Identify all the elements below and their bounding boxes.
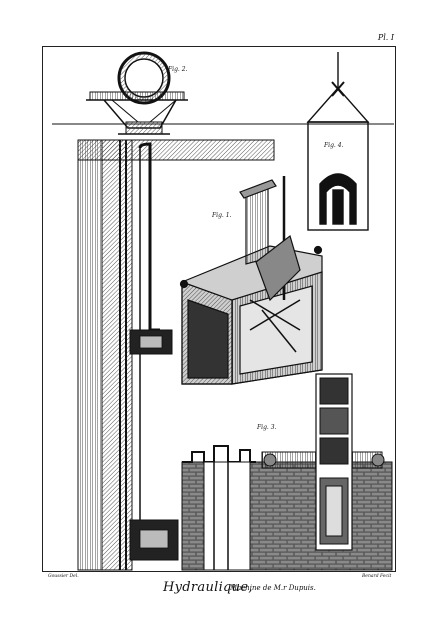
fig1-machine-box	[179, 176, 323, 385]
fig4-hanging-frame	[306, 52, 370, 231]
fig1-label: Fig. 1.	[212, 212, 232, 219]
caption-subtitle: Machine de M.r Dupuis.	[230, 584, 316, 592]
vertical-pump-shaft	[77, 139, 275, 571]
fig2-label: Fig. 2.	[168, 66, 188, 73]
fig3-masonry-section	[181, 373, 393, 571]
credit-left: Goussier Del.	[48, 574, 79, 579]
fig4-label: Fig. 4.	[324, 142, 344, 149]
fig2-wheel-mechanism	[52, 51, 394, 135]
fig3-label: Fig. 3.	[257, 424, 277, 431]
caption-title: Hydraulique,	[163, 580, 253, 595]
plate-border	[42, 46, 396, 572]
plate-number: Pl. I	[377, 33, 394, 42]
credit-right: Benard Fecit	[362, 574, 392, 579]
